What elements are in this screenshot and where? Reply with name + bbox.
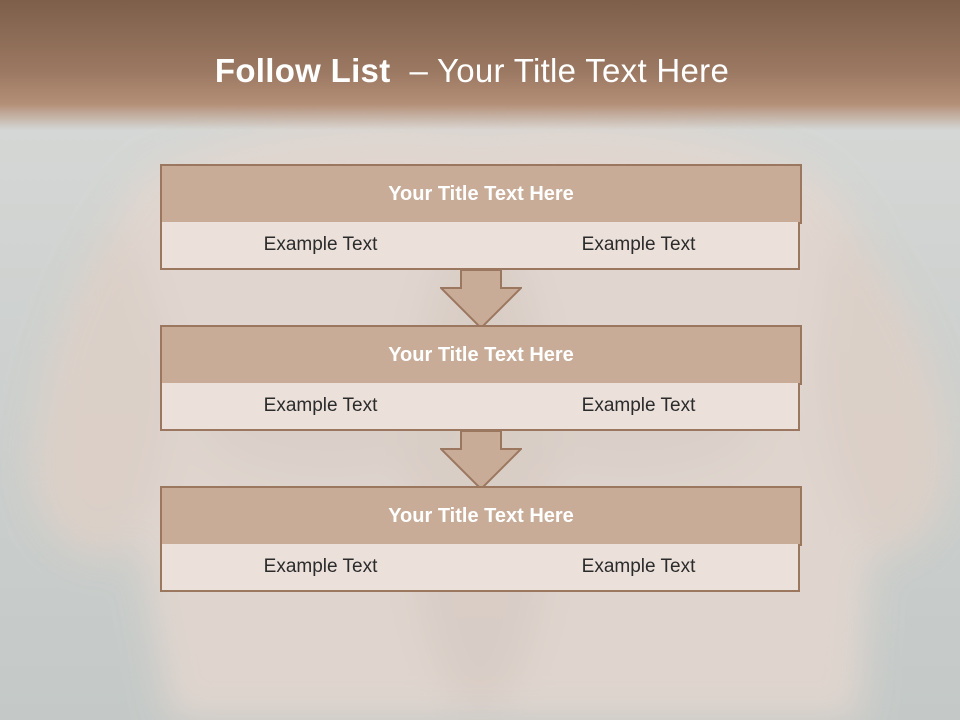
block-title: Your Title Text Here xyxy=(160,486,802,546)
block-cell-right: Example Text xyxy=(479,222,800,270)
block-cell-right: Example Text xyxy=(479,544,800,592)
down-arrow-icon xyxy=(440,270,522,330)
block-cell-right: Example Text xyxy=(479,383,800,431)
slide-title-bold: Follow List xyxy=(214,52,391,89)
slide-title-rest: – Your Title Text Here xyxy=(409,52,730,89)
block-cell-left: Example Text xyxy=(160,544,481,592)
slide-title: Follow List – Your Title Text Here xyxy=(0,52,944,90)
down-arrow-icon xyxy=(440,431,522,491)
block-cell-left: Example Text xyxy=(160,222,481,270)
header-band xyxy=(0,0,960,130)
block-title: Your Title Text Here xyxy=(160,164,802,224)
block-cell-left: Example Text xyxy=(160,383,481,431)
block-title: Your Title Text Here xyxy=(160,325,802,385)
